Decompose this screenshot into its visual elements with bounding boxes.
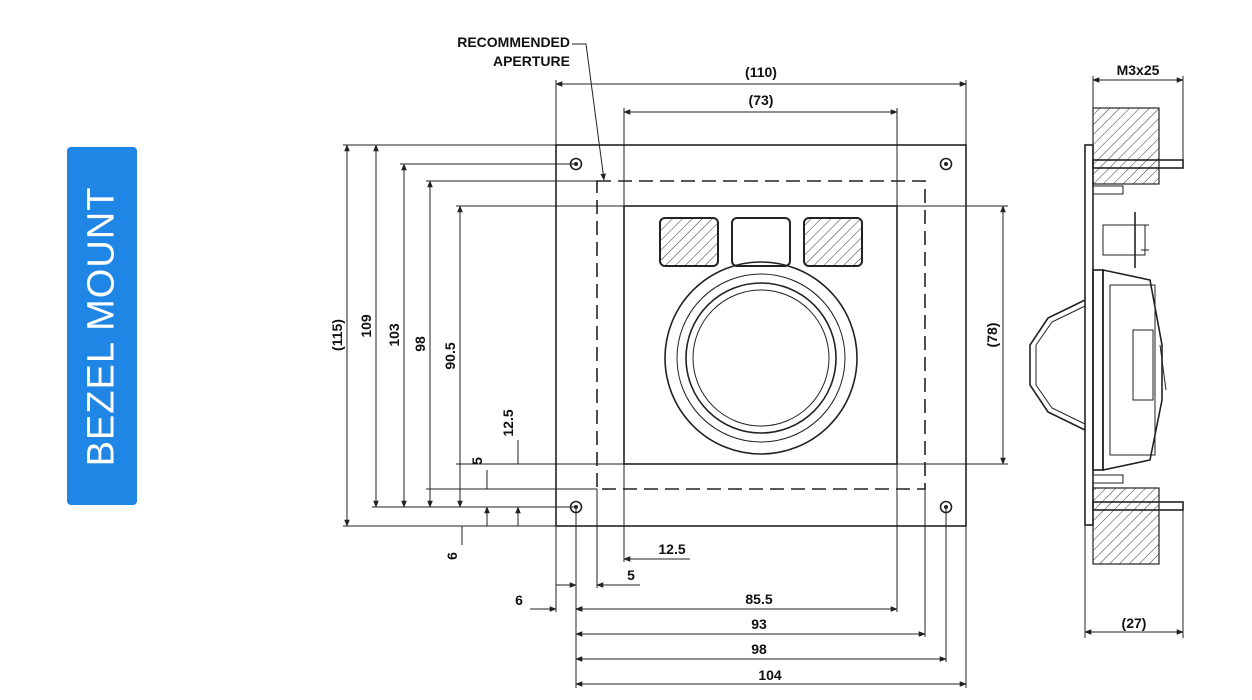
aperture-label-1: RECOMMENDED (457, 34, 570, 50)
right-dimension: (78) (897, 205, 1008, 465)
dim-top-inner: (73) (749, 92, 774, 108)
dim-side-27: (27) (1122, 615, 1147, 631)
trackball-ring (685, 282, 837, 434)
top-dimensions: (110) (73) (555, 64, 967, 206)
dim-left-115: (115) (329, 319, 345, 351)
left-dimensions: (115) 109 103 98 90.5 12.5 5 6 (329, 144, 624, 560)
trackball-mid-ring (676, 273, 846, 443)
side-view: M3x25 (27) (1029, 62, 1184, 638)
dim-left-5: 5 (469, 457, 485, 465)
bezel-plate (1084, 144, 1094, 526)
screw-label: M3x25 (1117, 62, 1160, 78)
dim-left-109: 109 (358, 314, 374, 338)
inner-panel (623, 205, 898, 465)
screw-bottom (1092, 501, 1184, 511)
dim-left-6: 6 (444, 552, 460, 560)
dim-left-125: 12.5 (500, 409, 516, 436)
dim-left-905: 90.5 (442, 342, 458, 369)
bezel-mount-tab: BEZEL MOUNT (67, 147, 137, 505)
trackball-ball (692, 289, 830, 427)
trackball-outer-ring (664, 261, 858, 455)
dim-right-78: (78) (984, 323, 1000, 348)
dim-bottom-855: 85.5 (745, 591, 772, 607)
dim-bottom-104: 104 (758, 667, 782, 683)
aperture-label-2: APERTURE (493, 53, 570, 69)
dim-left-103: 103 (386, 323, 402, 347)
dim-bottom-98: 98 (751, 641, 767, 657)
panel-bottom (1092, 487, 1160, 565)
bezel-outline (555, 144, 967, 527)
aperture-outline (596, 180, 926, 490)
dim-bottom-5: 5 (627, 567, 635, 583)
middle-button (731, 217, 791, 267)
bottom-dimensions: 12.5 5 6 85.5 93 98 104 (515, 464, 967, 688)
dim-bottom-125: 12.5 (658, 541, 685, 557)
dim-bottom-93: 93 (751, 616, 767, 632)
dim-left-98: 98 (412, 336, 428, 352)
front-view (555, 144, 967, 527)
dim-bottom-6: 6 (515, 592, 523, 608)
panel-top (1092, 107, 1160, 185)
left-button (659, 217, 719, 267)
aperture-callout: RECOMMENDED APERTURE (457, 34, 606, 181)
dim-top-overall: (110) (745, 64, 777, 80)
screw-icon (569, 157, 953, 514)
screw-top (1092, 159, 1184, 169)
right-button (803, 217, 863, 267)
